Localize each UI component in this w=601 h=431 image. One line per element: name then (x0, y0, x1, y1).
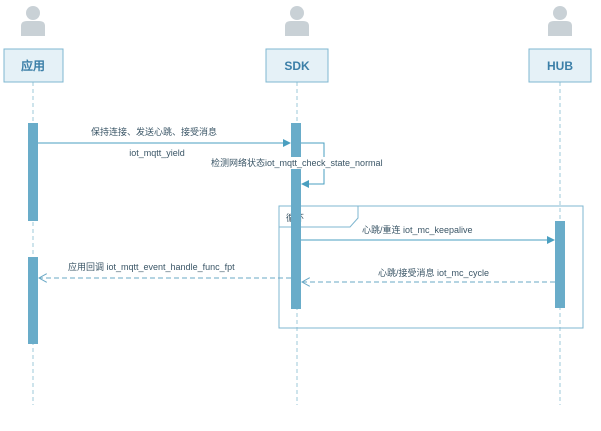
sdk-activation (291, 123, 301, 309)
message-self-check-label: 检测网络状态iot_mqtt_check_state_normal (211, 157, 383, 168)
participant-hub[interactable]: HUB (528, 48, 592, 83)
message-cycle-label: 心跳/接受消息 iot_mc_cycle (378, 267, 489, 278)
message-keep-connection-sublabel: iot_mqtt_yield (129, 148, 185, 158)
message-keep-connection: 保持连接、发送心跳、接受消息 iot_mqtt_yield (38, 126, 291, 158)
hub-actor-icon (548, 6, 572, 36)
message-callback-label: 应用回调 iot_mqtt_event_handle_func_fpt (68, 261, 235, 272)
participant-app[interactable]: 应用 (3, 48, 64, 83)
participant-sdk[interactable]: SDK (265, 48, 329, 83)
message-cycle: 心跳/接受消息 iot_mc_cycle (302, 267, 555, 282)
message-keep-connection-label: 保持连接、发送心跳、接受消息 (91, 126, 217, 137)
message-keepalive: 心跳/重连 iot_mc_keepalive (301, 224, 555, 244)
participant-hub-label: HUB (547, 59, 573, 73)
participant-sdk-label: SDK (284, 59, 310, 73)
sdk-actor-icon (285, 6, 309, 36)
app-activation-2 (28, 257, 38, 344)
message-callback: 应用回调 iot_mqtt_event_handle_func_fpt (39, 261, 291, 278)
app-activation-1 (28, 123, 38, 221)
app-actor-icon (21, 6, 45, 36)
message-keepalive-label: 心跳/重连 iot_mc_keepalive (362, 224, 473, 235)
hub-activation (555, 221, 565, 308)
participant-app-label: 应用 (21, 58, 45, 73)
message-self-check: 检测网络状态iot_mqtt_check_state_normal (208, 142, 393, 188)
